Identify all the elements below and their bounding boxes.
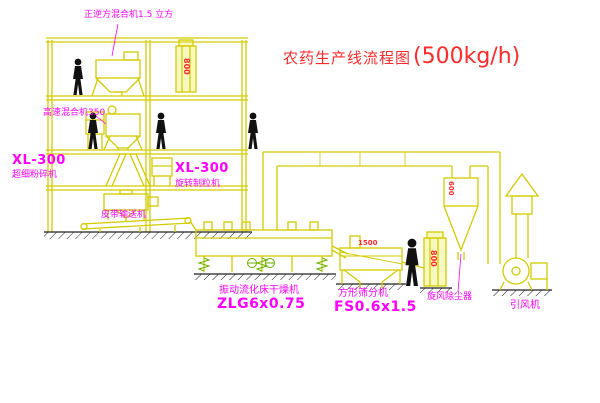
label-dryer-name: 振动流化床干燥机 (219, 285, 299, 296)
label-dryer-model: ZLG6x0.75 (217, 296, 306, 312)
y-chute-drawing (105, 153, 173, 187)
fan-and-stack-drawing (499, 172, 548, 291)
ground-hatching (44, 231, 552, 296)
label-high-speed-mixer: 高速混合机350 (43, 108, 106, 118)
fluid-bed-dryer-drawing (195, 221, 349, 272)
label-sieve-model: FS0.6x1.5 (334, 299, 417, 315)
diagram-title: 农药生产线流程图 (500kg/h) (283, 44, 520, 69)
dim-elevator1: 800 (182, 58, 191, 75)
dim-sieve-feed: 1500 (358, 239, 378, 247)
bucket-elevator-1-drawing (175, 39, 197, 93)
cyclone-drawing (443, 166, 479, 260)
bucket-elevator-2-drawing (401, 231, 447, 287)
label-pulverizer-name: 超细粉碎机 (12, 170, 58, 180)
label-fan: 引风机 (510, 300, 540, 311)
leader-lines (95, 23, 462, 293)
diagram-title-text: 农药生产线流程图 (283, 49, 412, 67)
diagram-title-capacity: (500kg/h) (413, 44, 521, 69)
dim-elevator2: 800 (429, 250, 438, 267)
dryer-springs (197, 257, 329, 272)
label-granulator-model: XL-300 (175, 161, 229, 176)
belt-conveyor-drawing (80, 216, 197, 232)
label-cyclone: 旋风除尘器 (427, 292, 473, 302)
square-sieve-drawing (339, 235, 403, 288)
building-structure (46, 37, 248, 232)
main-duct-drawing (262, 151, 501, 264)
label-sieve-name: 方形筛分机 (338, 288, 388, 299)
label-belt-conveyor: 皮带输送机 (101, 210, 147, 220)
label-pulverizer-model: XL-300 (12, 153, 66, 168)
label-top-mixer: 正逆方混合机1.5 立方 (84, 10, 174, 20)
rotary-granulator-drawing (103, 189, 159, 222)
vee-mixer-drawing (91, 51, 145, 97)
label-granulator-name: 旋转制粒机 (175, 179, 221, 189)
dim-cyclone: 600 (447, 181, 455, 196)
